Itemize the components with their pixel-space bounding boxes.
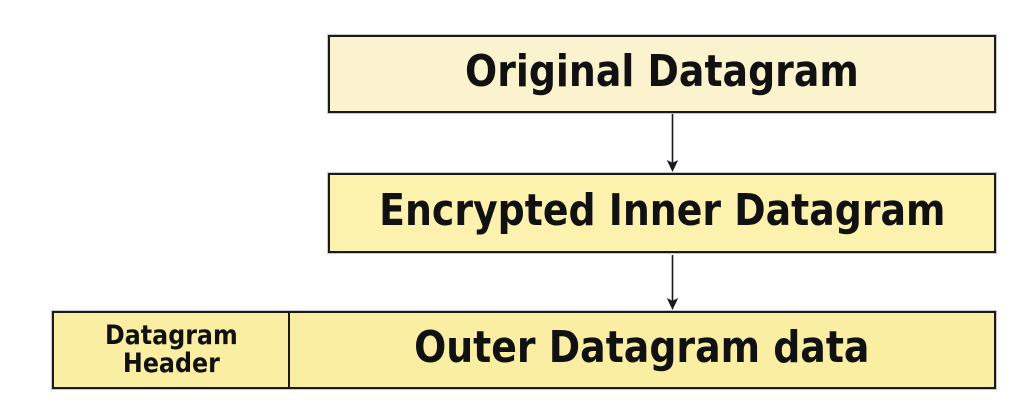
node-original-datagram: Original Datagram — [328, 35, 996, 113]
node-original-datagram-label: Original Datagram — [465, 46, 859, 97]
cell-datagram-header-label: Datagram Header — [104, 319, 238, 379]
arrowhead-down-icon — [666, 298, 679, 310]
node-encrypted-inner-datagram: Encrypted Inner Datagram — [328, 173, 996, 253]
arrowhead-down-icon — [666, 160, 679, 172]
arrow-original-to-encrypted — [666, 114, 679, 172]
cell-outer-datagram-data: Outer Datagram data — [290, 313, 994, 387]
arrow-encrypted-to-outer — [666, 255, 679, 310]
cell-datagram-header: Datagram Header — [54, 313, 290, 387]
cell-outer-datagram-data-label: Outer Datagram data — [414, 322, 870, 373]
node-encrypted-inner-datagram-label: Encrypted Inner Datagram — [378, 185, 946, 236]
node-outer-datagram-row: Datagram Header Outer Datagram data — [52, 311, 996, 389]
